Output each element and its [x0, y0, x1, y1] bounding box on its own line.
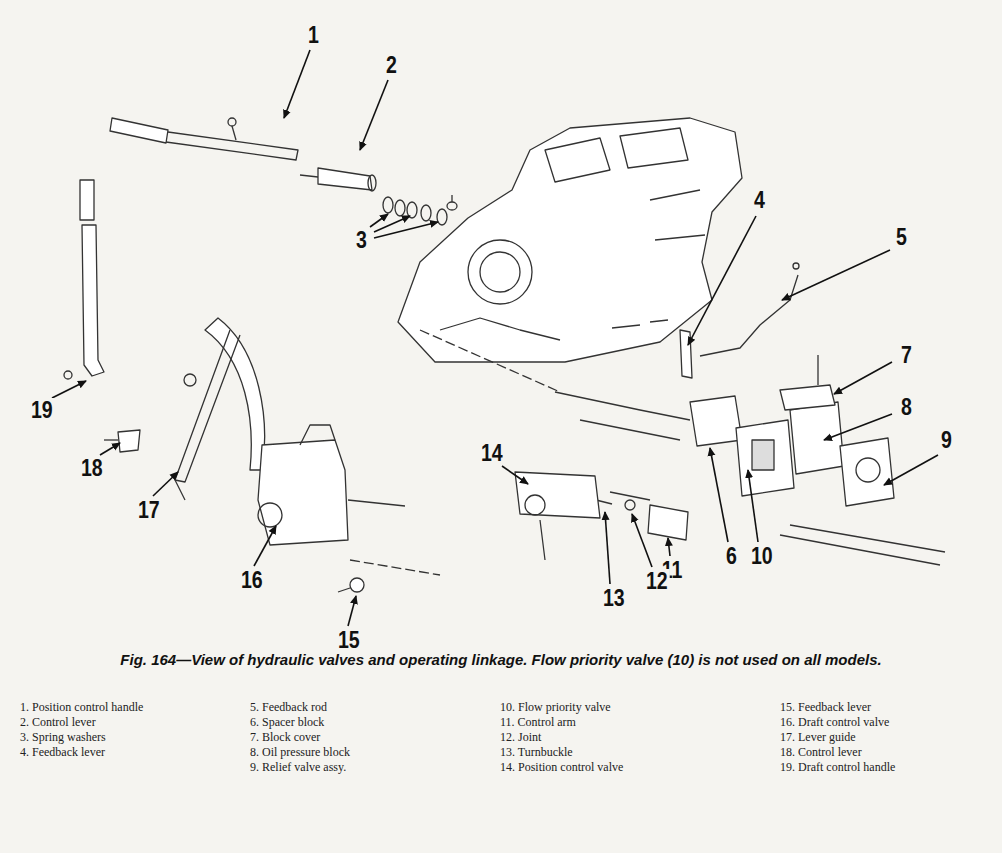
parts-list-item: 5. Feedback rod [250, 700, 466, 714]
callout-number: 3 [354, 228, 368, 252]
handle-grip [110, 118, 168, 143]
callout-number: 5 [894, 225, 908, 249]
parts-list-item: 12. Joint [500, 730, 746, 744]
callout-number: 6 [724, 544, 738, 568]
callout-number: 7 [899, 343, 913, 367]
callout-number: 19 [29, 398, 54, 422]
handle-rod [166, 132, 298, 160]
parts-list-item: 13. Turnbuckle [500, 745, 746, 759]
callout-number: 18 [79, 456, 104, 480]
parts-list-item: 9. Relief valve assy. [250, 760, 466, 774]
callout-number: 1 [306, 23, 320, 47]
parts-list-item: 14. Position control valve [500, 760, 746, 774]
parts-list-item: 11. Control arm [500, 715, 746, 729]
callout-number: 9 [939, 428, 953, 452]
parts-list-item: 17. Lever guide [780, 730, 996, 744]
callout-number: 16 [239, 568, 264, 592]
parts-list-item: 3. Spring washers [20, 730, 176, 744]
rear-housing [398, 118, 742, 362]
callout-number: 8 [899, 395, 913, 419]
parts-list-item: 8. Oil pressure block [250, 745, 466, 759]
spacer-block [690, 396, 742, 446]
parts-list-item: 2. Control lever [20, 715, 176, 729]
parts-list-item: 1. Position control handle [20, 700, 176, 714]
parts-list-item: 15. Feedback lever [780, 700, 996, 714]
callout-number: 14 [479, 441, 504, 465]
parts-list-item: 19. Draft control handle [780, 760, 996, 774]
figure-caption: Fig. 164—View of hydraulic valves and op… [20, 650, 982, 669]
parts-list-item: 7. Block cover [250, 730, 466, 744]
draft-valve [258, 440, 348, 545]
parts-list-item: 16. Draft control valve [780, 715, 996, 729]
bolt [228, 118, 236, 126]
callout-number: 17 [136, 498, 161, 522]
parts-list-item: 6. Spacer block [250, 715, 466, 729]
parts-list-item: 18. Control lever [780, 745, 996, 759]
position-valve [515, 472, 600, 518]
callout-number: 12 [644, 569, 669, 593]
callout-number: 10 [749, 544, 774, 568]
callout-number: 15 [336, 628, 361, 652]
callout-number: 4 [752, 188, 766, 212]
callout-number: 13 [601, 586, 626, 610]
parts-list-item: 10. Flow priority valve [500, 700, 746, 714]
callout-number: 2 [384, 53, 398, 77]
parts-list-item: 4. Feedback lever [20, 745, 176, 759]
